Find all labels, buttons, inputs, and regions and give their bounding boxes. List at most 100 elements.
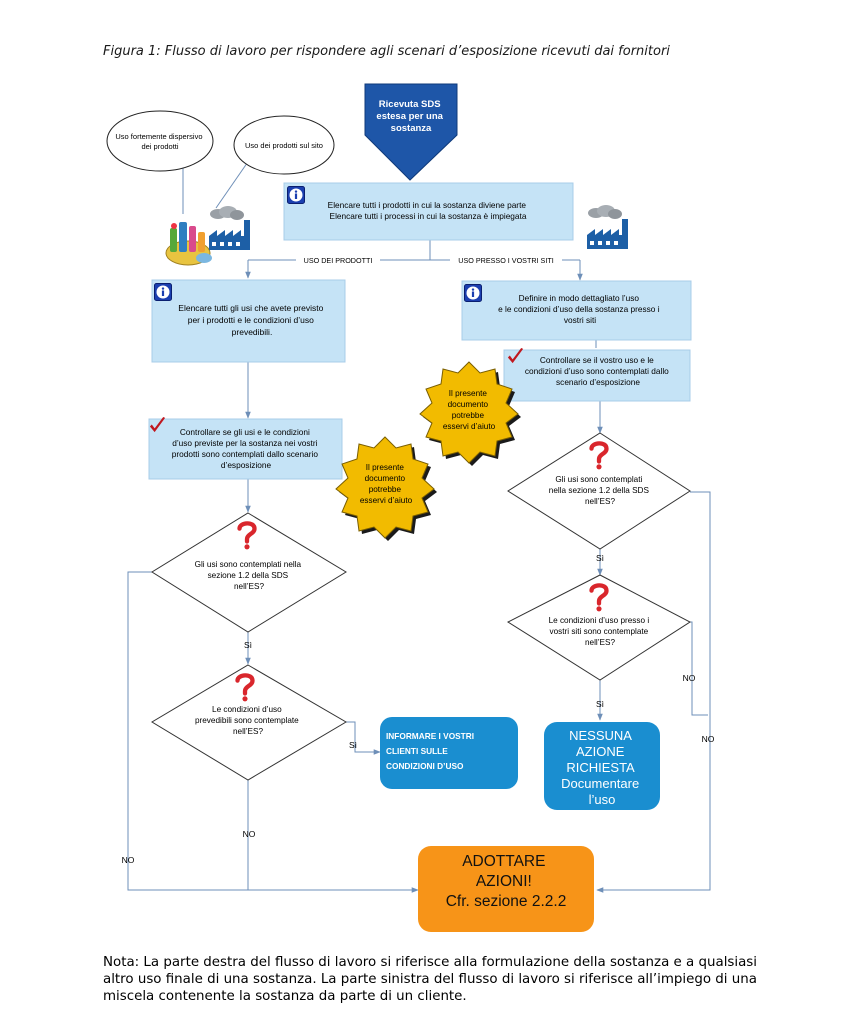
left-list-line-1: Elencare tutti gli usi che avete previst… (178, 303, 323, 313)
no-action-line-2: AZIONE (576, 744, 625, 759)
svg-text:Ricevuta SDS estesa per: Ricevuta SDS estesa per una sostanza (376, 99, 445, 134)
start-line-2: estesa per una (376, 111, 443, 122)
left-help-line-1: Il presente (366, 463, 405, 472)
inform-line-3: CONDIZIONI D’USO (386, 761, 464, 771)
right-q2-line-3: nell’ES? (585, 638, 615, 647)
right-help-line-1: Il presente (449, 389, 488, 398)
left-help-line-4: esservi d’aiuto (360, 496, 413, 505)
info-icon (464, 284, 482, 302)
branch-label-products: USO DEI PRODOTTI (304, 256, 373, 265)
right-decision-uses-covered: Gli usi sono contemplati nella sezione 1… (507, 432, 691, 550)
right-define-line-2: e le condizioni d’uso della sostanza pre… (498, 304, 660, 314)
left-list-line-3: prevedibili. (232, 327, 273, 337)
right-define-use-box: Definire in modo dettagliato l’uso e le … (461, 280, 692, 341)
branch-label-sites: USO PRESSO I VOSTRI SITI (458, 256, 553, 265)
start-node: Ricevuta SDS estesa per una sostanza (364, 83, 458, 181)
left-yes-label-2: Sì (349, 740, 357, 750)
list-box-line-1: Elencare tutti i prodotti in cui la sost… (328, 200, 527, 210)
list-products-processes-box: Elencare tutti i prodotti in cui la sost… (283, 182, 574, 241)
svg-text:Elencare tutti gli usi che ave: Elencare tutti gli usi che avete previst… (178, 303, 325, 337)
bubble-dispersive-line-2: dei prodotti (141, 142, 178, 151)
right-help-starburst: Il presente documento potrebbe esservi d… (419, 361, 521, 466)
right-yes-label-2: Sì (596, 699, 604, 709)
inform-line-1: INFORMARE I VOSTRI (386, 731, 474, 741)
factory-icon-left (209, 206, 250, 250)
svg-text:Controllare se gli usi e le co: Controllare se gli usi e le condizioni d… (172, 427, 321, 470)
factory-icon-right (587, 205, 628, 249)
footnote: Nota: La parte destra del flusso di lavo… (103, 955, 758, 1004)
start-line-1: Ricevuta SDS (379, 99, 441, 110)
svg-text:Uso dei prodotti sul sito: Uso dei prodotti sul sito (245, 141, 323, 150)
svg-text:Le condizioni d’uso presso i: Le condizioni d’uso presso i vostri siti… (549, 616, 652, 647)
right-help-line-3: potrebbe (452, 411, 485, 420)
left-help-line-3: potrebbe (369, 485, 402, 494)
svg-text:ADOTTARE AZIONI! C: ADOTTARE AZIONI! Cfr. sezione 2.2.2 (446, 853, 567, 910)
left-no-label-1: NO (122, 855, 135, 865)
left-check-box: Controllare se gli usi e le condizioni d… (148, 416, 343, 480)
adopt-line-1: ADOTTARE (462, 853, 545, 870)
svg-text:NESSUNA AZIONE RIC: NESSUNA AZIONE RICHIESTA Documentare l’u… (561, 728, 643, 807)
bubble-on-site-use: Uso dei prodotti sul sito (233, 115, 335, 175)
svg-text:Controllare se il vostro uso e: Controllare se il vostro uso e le condiz… (525, 355, 671, 387)
left-check-line-1: Controllare se gli usi e le condizioni (180, 427, 310, 437)
svg-text:Gli usi sono contemplati: Gli usi sono contemplati nella sezione 1… (549, 475, 651, 506)
right-q2-line-1: Le condizioni d’uso presso i (549, 616, 650, 625)
adopt-actions-box: ADOTTARE AZIONI! Cfr. sezione 2.2.2 (418, 846, 594, 932)
bubble-dispersive-use: Uso fortemente dispersivo dei prodotti (106, 110, 214, 172)
right-check-line-2: condizioni d’uso sono contemplati dallo (525, 366, 669, 376)
right-check-line-3: scenario d’esposizione (556, 377, 640, 387)
info-icon (154, 283, 172, 301)
left-q1-line-2: sezione 1.2 della SDS (208, 571, 289, 580)
left-q1-line-1: Gli usi sono contemplati nella (195, 560, 302, 569)
right-q1-line-3: nell’ES? (585, 497, 615, 506)
adopt-line-2: AZIONI! (476, 873, 532, 890)
no-action-box: NESSUNA AZIONE RICHIESTA Documentare l’u… (544, 722, 660, 810)
left-list-line-2: per i prodotti e le condizioni d’uso (188, 315, 314, 325)
right-check-line-1: Controllare se il vostro uso e le (540, 355, 654, 365)
svg-text:INFORMARE I VOSTRI CLIEN: INFORMARE I VOSTRI CLIENTI SULLE CONDIZI… (386, 731, 476, 771)
right-define-line-1: Definire in modo dettagliato l’uso (519, 293, 640, 303)
svg-text:Uso fortemente dispersivo: Uso fortemente dispersivo dei prodotti (115, 132, 204, 151)
info-icon (287, 186, 305, 204)
start-line-3: sostanza (391, 123, 432, 134)
svg-text:Le condizioni d’uso prev: Le condizioni d’uso prevedibili sono con… (195, 705, 301, 736)
no-action-line-5: l’uso (589, 792, 616, 807)
left-q2-line-2: prevedibili sono contemplate (195, 716, 299, 725)
left-list-uses-box: Elencare tutti gli usi che avete previst… (151, 279, 346, 363)
left-q2-line-1: Le condizioni d’uso (212, 705, 282, 714)
branch-labels: USO DEI PRODOTTI USO PRESSO I VOSTRI SIT… (296, 254, 562, 265)
bubble-onsite-line-1: Uso dei prodotti sul sito (245, 141, 323, 150)
right-q2-line-2: vostri siti sono contemplate (549, 627, 648, 636)
figure-caption: Figura 1: Flusso di lavoro per risponder… (103, 44, 670, 59)
right-help-line-4: esservi d’aiuto (443, 422, 496, 431)
left-no-label-2: NO (243, 829, 256, 839)
right-q1-line-1: Gli usi sono contemplati (555, 475, 642, 484)
consumer-products-icon (165, 222, 212, 266)
right-q1-line-2: nella sezione 1.2 della SDS (549, 486, 650, 495)
right-yes-label-1: Sì (596, 553, 604, 563)
svg-text:Elencare tutti i prodotti in c: Elencare tutti i prodotti in cui la sost… (328, 200, 529, 221)
right-define-line-3: vostri siti (564, 315, 596, 325)
left-check-line-2: d’uso previste per la sostanza nei vostr… (172, 438, 317, 448)
left-yes-label-1: Sì (244, 640, 252, 650)
bubble-dispersive-line-1: Uso fortemente dispersivo (115, 132, 202, 141)
no-action-line-3: RICHIESTA (566, 760, 635, 775)
left-q2-line-3: nell’ES? (233, 727, 263, 736)
svg-text:Il presente documento: Il presente documento potrebbe esservi d… (443, 389, 496, 431)
left-decision-conditions-covered: Le condizioni d’uso prevedibili sono con… (151, 664, 347, 781)
inform-clients-box: INFORMARE I VOSTRI CLIENTI SULLE CONDIZI… (380, 717, 518, 789)
svg-text:Il presente documento: Il presente documento potrebbe esservi d… (360, 463, 413, 505)
left-check-line-4: d’esposizione (221, 460, 272, 470)
right-decision-conditions-covered: Le condizioni d’uso presso i vostri siti… (506, 574, 691, 681)
svg-text:Definire in modo dettagliato l: Definire in modo dettagliato l’uso e le … (498, 293, 662, 325)
right-no-label-2: NO (683, 673, 696, 683)
right-check-box: Controllare se il vostro uso e le condiz… (503, 347, 691, 402)
list-box-line-2: Elencare tutti i processi in cui la sost… (330, 211, 527, 221)
left-help-line-2: documento (365, 474, 406, 483)
right-help-line-2: documento (448, 400, 489, 409)
no-action-line-1: NESSUNA (569, 728, 632, 743)
left-help-starburst: Il presente documento potrebbe esservi d… (335, 436, 437, 541)
left-decision-uses-covered: Gli usi sono contemplati nella sezione 1… (151, 512, 347, 633)
no-action-line-4: Documentare (561, 776, 639, 791)
